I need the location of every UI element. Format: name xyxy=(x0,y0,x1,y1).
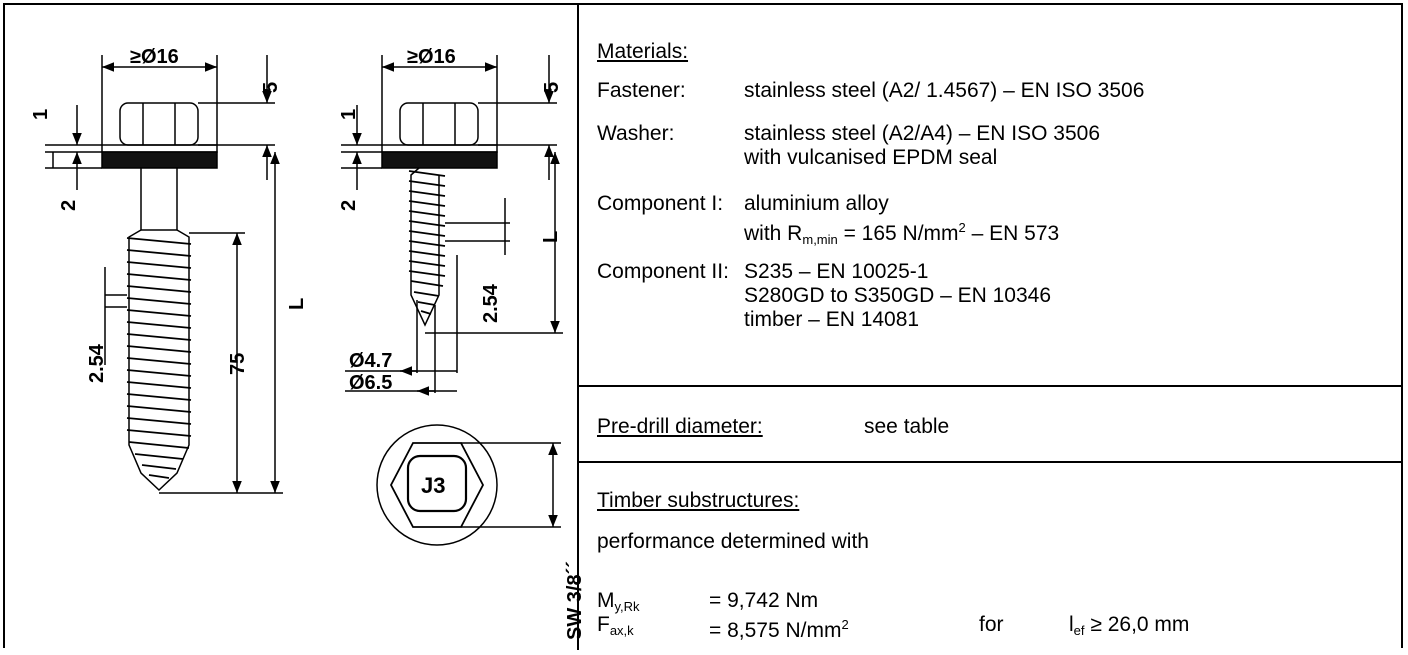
timber-heading: Timber substructures: xyxy=(597,489,800,512)
for-label: for xyxy=(979,613,1004,636)
left-head-height-label: 5 xyxy=(260,82,282,93)
section-divider-2 xyxy=(579,461,1401,463)
materials-heading: Materials: xyxy=(597,40,689,63)
predrill-value: see table xyxy=(864,415,950,438)
right-pitch-label: 2.54 xyxy=(480,283,502,323)
my-rk-value: = 9,742 Nm xyxy=(709,589,819,612)
head-marking-label: J3 xyxy=(421,473,445,498)
right-head-height-label: 5 xyxy=(541,82,563,93)
right-core-dia-label: Ø4.7 xyxy=(349,350,392,372)
left-seal-thk-label: 2 xyxy=(58,200,80,211)
wrench-size-label: SW 3/8´´ xyxy=(564,561,586,640)
left-screw xyxy=(45,55,283,494)
component-1-value-2: with Rm,min = 165 N/mm2 – EN 573 xyxy=(744,220,1060,247)
my-rk-symbol: My,Rk xyxy=(597,589,640,614)
right-screw xyxy=(341,55,563,396)
component-1-label: Component I: xyxy=(597,192,724,215)
component-2-value-3: timber – EN 14081 xyxy=(744,308,920,331)
right-washer-thk-label: 1 xyxy=(338,109,360,120)
left-washer-thk-label: 1 xyxy=(30,109,52,120)
timber-intro: performance determined with xyxy=(597,530,869,553)
washer-value-1: stainless steel (A2/A4) – EN ISO 3506 xyxy=(744,122,1101,145)
left-pitch-label: 2.54 xyxy=(86,343,108,383)
left-screw-head xyxy=(119,102,199,146)
right-seal-thk-label: 2 xyxy=(338,200,360,211)
component-2-value-2: S280GD to S350GD – EN 10346 xyxy=(744,284,1052,307)
right-length-label: L xyxy=(540,231,562,243)
specification-panel: Materials: Fastener: stainless steel (A2… xyxy=(579,5,1401,650)
fastener-value: stainless steel (A2/ 1.4567) – EN ISO 35… xyxy=(744,79,1145,102)
washer-value-2: with vulcanised EPDM seal xyxy=(744,146,998,169)
component-2-label: Component II: xyxy=(597,260,729,283)
right-head-dia-label: ≥Ø16 xyxy=(407,46,456,68)
fax-k-value: = 8,575 N/mm2 xyxy=(709,617,849,642)
screw-drawing-svg: ≥Ø16 5 1 2 2.54 75 L ≥Ø16 5 1 2 L 2.54 Ø… xyxy=(30,46,586,640)
left-screw-seal xyxy=(101,151,218,169)
section-divider-1 xyxy=(579,385,1401,387)
component-1-value-1: aluminium alloy xyxy=(744,192,889,215)
left-thread-length-label: 75 xyxy=(227,353,249,375)
datasheet-frame: ≥Ø16 5 1 2 2.54 75 L ≥Ø16 5 1 2 L 2.54 Ø… xyxy=(3,3,1403,650)
component-2-value-1: S235 – EN 10025-1 xyxy=(744,260,929,283)
fax-k-symbol: Fax,k xyxy=(597,613,634,638)
right-outer-dia-label: Ø6.5 xyxy=(349,372,392,394)
head-top-view xyxy=(376,424,561,546)
washer-label: Washer: xyxy=(597,122,675,145)
column-divider xyxy=(577,5,579,650)
technical-drawing: ≥Ø16 5 1 2 2.54 75 L ≥Ø16 5 1 2 L 2.54 Ø… xyxy=(5,5,586,650)
predrill-label: Pre-drill diameter: xyxy=(597,415,763,438)
left-head-dia-label: ≥Ø16 xyxy=(130,46,179,68)
left-length-label: L xyxy=(286,298,308,310)
fastener-label: Fastener: xyxy=(597,79,686,102)
lef-condition: lef ≥ 26,0 mm xyxy=(1069,613,1190,638)
